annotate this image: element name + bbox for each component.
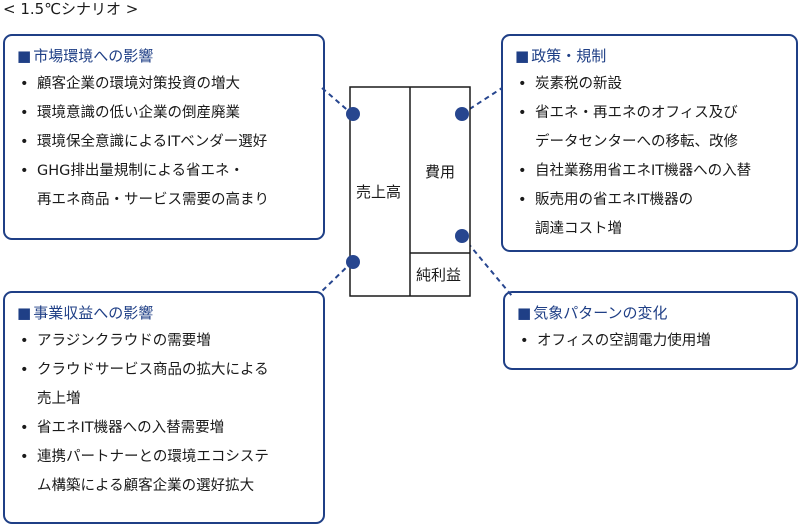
connector-dot-weather bbox=[455, 229, 469, 243]
scenario-label: < 1.5℃シナリオ > bbox=[3, 0, 139, 18]
policy-regulation-title: ■政策・規制 bbox=[515, 46, 784, 66]
square-bullet-icon: ■ bbox=[517, 304, 532, 322]
weather-pattern-title-text: 気象パターンの変化 bbox=[533, 304, 668, 322]
list-item: 環境意識の低い企業の倒産廃業 bbox=[17, 99, 311, 128]
revenue-impact-title: ■事業収益への影響 bbox=[17, 303, 311, 323]
list-item: 販売用の省エネIT機器の 調達コスト増 bbox=[515, 186, 784, 244]
square-bullet-icon: ■ bbox=[515, 47, 530, 65]
list-item: クラウドサービス商品の拡大による 売上増 bbox=[17, 356, 311, 414]
revenue-impact-list: アラジンクラウドの需要増 クラウドサービス商品の拡大による 売上増 省エネIT機… bbox=[17, 327, 311, 501]
net-profit-label: 純利益 bbox=[416, 266, 462, 284]
square-bullet-icon: ■ bbox=[17, 304, 32, 322]
market-impact-list: 顧客企業の環境対策投資の増大 環境意識の低い企業の倒産廃業 環境保全意識によるI… bbox=[17, 70, 311, 215]
list-item: GHG排出量規制による省エネ・ 再エネ商品・サービス需要の高まり bbox=[17, 157, 311, 215]
square-bullet-icon: ■ bbox=[17, 47, 32, 65]
policy-regulation-list: 炭素税の新設 省エネ・再エネのオフィス及び データセンターへの移転、改修 自社業… bbox=[515, 70, 784, 244]
connector-policy bbox=[461, 87, 503, 115]
list-item: アラジンクラウドの需要増 bbox=[17, 327, 311, 356]
list-item: 顧客企業の環境対策投資の増大 bbox=[17, 70, 311, 99]
weather-pattern-box: ■気象パターンの変化 オフィスの空調電力使用増 bbox=[503, 291, 798, 370]
market-impact-title-text: 市場環境への影響 bbox=[33, 47, 154, 65]
list-item: 環境保全意識によるITベンダー選好 bbox=[17, 128, 311, 157]
policy-regulation-title-text: 政策・規制 bbox=[531, 47, 607, 65]
weather-pattern-title: ■気象パターンの変化 bbox=[517, 303, 784, 323]
connector-dot-policy bbox=[455, 107, 469, 121]
policy-regulation-box: ■政策・規制 炭素税の新設 省エネ・再エネのオフィス及び データセンターへの移転… bbox=[501, 34, 798, 252]
cost-label: 費用 bbox=[425, 163, 456, 181]
revenue-impact-box: ■事業収益への影響 アラジンクラウドの需要増 クラウドサービス商品の拡大による … bbox=[3, 291, 325, 524]
list-item: オフィスの空調電力使用増 bbox=[517, 327, 784, 356]
connector-revenue bbox=[319, 261, 353, 294]
revenue-impact-title-text: 事業収益への影響 bbox=[33, 304, 154, 322]
list-item: 連携パートナーとの環境エコシステ ム構築による顧客企業の選好拡大 bbox=[17, 443, 311, 501]
connector-dot-market bbox=[346, 107, 360, 121]
weather-pattern-list: オフィスの空調電力使用増 bbox=[517, 327, 784, 356]
market-impact-title: ■市場環境への影響 bbox=[17, 46, 311, 66]
list-item: 省エネ・再エネのオフィス及び データセンターへの移転、改修 bbox=[515, 99, 784, 157]
market-impact-box: ■市場環境への影響 顧客企業の環境対策投資の増大 環境意識の低い企業の倒産廃業 … bbox=[3, 34, 325, 240]
connector-market bbox=[321, 87, 353, 115]
sales-label: 売上高 bbox=[356, 183, 402, 201]
list-item: 炭素税の新設 bbox=[515, 70, 784, 99]
list-item: 自社業務用省エネIT機器への入替 bbox=[515, 157, 784, 186]
list-item: 省エネIT機器への入替需要増 bbox=[17, 414, 311, 443]
connector-dot-revenue bbox=[346, 255, 360, 269]
